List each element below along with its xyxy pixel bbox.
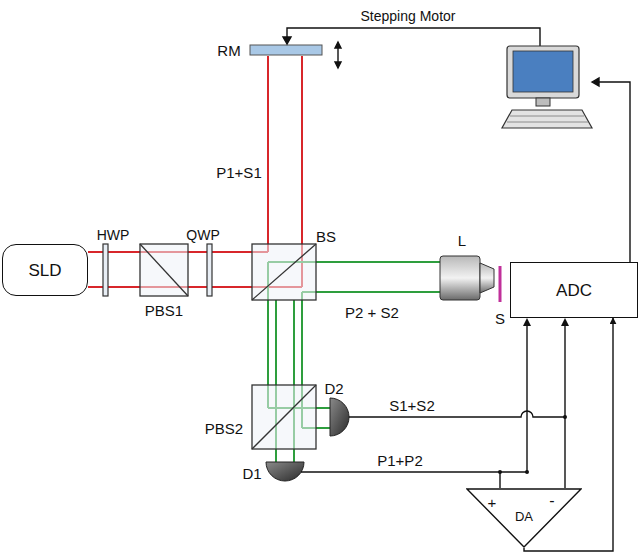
input-sign: + [488, 495, 497, 510]
adc-box: ADC [510, 262, 638, 318]
amplifier-outline [467, 489, 581, 547]
lens-label: L [458, 233, 466, 248]
splitter-label: BS [316, 229, 336, 244]
mirror-label: RM [217, 43, 240, 58]
node-text: ADC [556, 282, 592, 299]
node-text: DA [515, 510, 533, 523]
input-sign: - [549, 493, 554, 509]
amplifier-triangle: DA [466, 488, 582, 548]
quarter-wave-plate [207, 244, 212, 296]
detector-label: D2 [324, 381, 343, 396]
signal-label: S1+S2 [389, 398, 434, 413]
light-source: SLD [2, 244, 88, 296]
objective-lens [440, 256, 494, 300]
sample-label: S [495, 311, 505, 326]
node-text: SLD [28, 262, 61, 279]
detector [266, 462, 304, 481]
computer-icon [502, 46, 592, 128]
detector [330, 398, 349, 436]
motor-wire [283, 28, 540, 48]
sample [499, 266, 502, 302]
wire-arrowhead [498, 318, 569, 474]
motion-arrow [335, 42, 341, 68]
reference-mirror [250, 45, 322, 55]
beam-label: P1+S1 [216, 165, 261, 180]
signal-label: P1+P2 [377, 453, 422, 468]
half-wave-plate [103, 244, 108, 296]
detector-label: D1 [242, 466, 261, 481]
signal-wire [301, 324, 565, 488]
plate-label: HWP [97, 228, 130, 242]
beam-label: P2 + S2 [345, 305, 399, 320]
data-wire [592, 78, 630, 262]
splitter-label: PBS1 [145, 303, 183, 318]
plate-label: QWP [186, 228, 219, 242]
motor-label: Stepping Motor [361, 9, 456, 23]
beam-splitter-cube [140, 244, 316, 449]
splitter-label: PBS2 [205, 421, 243, 436]
